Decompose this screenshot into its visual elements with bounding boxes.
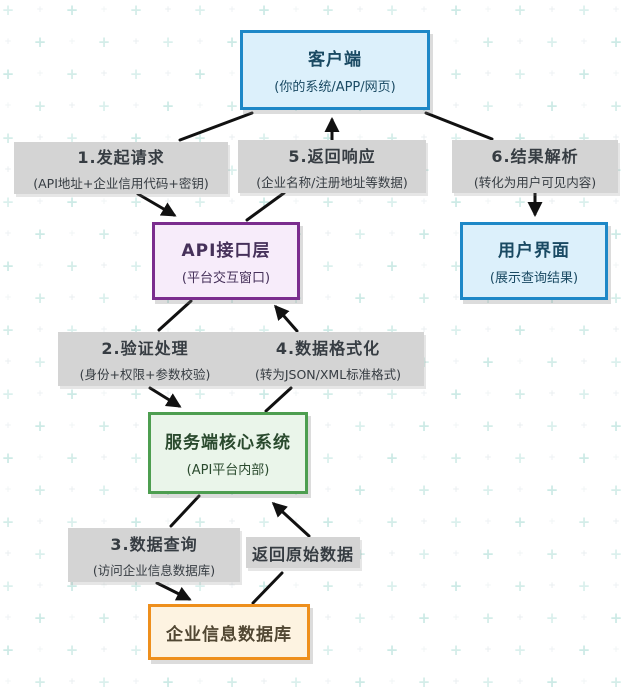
step-4-format-label: 4.数据格式化 (转为JSON/XML标准格式): [232, 332, 424, 386]
node-database-title: 企业信息数据库: [166, 624, 292, 645]
arrow-step3-to-database: [155, 581, 192, 601]
node-ui-subtitle: (展示查询结果): [489, 271, 579, 286]
node-server-subtitle: (API平台内部): [186, 463, 270, 478]
step-2-subtitle: (身份+权限+参数校验): [79, 367, 211, 382]
step-6-parse-label: 6.结果解析 (转化为用户可见内容): [452, 140, 618, 193]
node-client: 客户端 (你的系统/APP/网页): [240, 30, 430, 110]
node-client-subtitle: (你的系统/APP/网页): [274, 80, 396, 95]
arrow-step1-to-api: [136, 192, 177, 217]
step-4-subtitle: (转为JSON/XML标准格式): [254, 367, 402, 382]
step-2-validate-label: 2.验证处理 (身份+权限+参数校验): [58, 332, 232, 386]
raw-return-title: 返回原始数据: [251, 544, 354, 564]
arrow-client-to-step1: [178, 111, 254, 142]
step-4-title: 4.数据格式化: [275, 339, 381, 358]
step-6-title: 6.结果解析: [491, 146, 579, 166]
arrow-api-to-step5: [245, 191, 286, 222]
arrow-step2-to-server: [148, 386, 182, 408]
node-user-interface: 用户界面 (展示查询结果): [460, 222, 608, 300]
step-1-title: 1.发起请求: [77, 148, 165, 167]
node-server-title: 服务端核心系统: [165, 433, 291, 453]
node-api-layer: API接口层 (平台交互窗口): [152, 222, 300, 300]
step-5-subtitle: (企业名称/注册地址等数据): [256, 174, 408, 190]
step-6-subtitle: (转化为用户可见内容): [473, 174, 597, 190]
step-5-respond-label: 5.返回响应 (企业名称/注册地址等数据): [238, 140, 426, 193]
step-3-query-label: 3.数据查询 (访问企业信息数据库): [68, 528, 240, 582]
arrow-api-to-step2: [157, 299, 193, 332]
node-server-core: 服务端核心系统 (API平台内部): [148, 412, 308, 494]
raw-data-return-label: 返回原始数据: [246, 537, 360, 568]
arrow-step4-to-api: [274, 304, 299, 333]
arrow-database-to-return: [251, 571, 284, 605]
arrow-server-to-step3: [169, 494, 201, 528]
arrow-server-to-step4: [264, 386, 293, 413]
node-enterprise-database: 企业信息数据库: [148, 604, 310, 660]
node-ui-title: 用户界面: [498, 241, 570, 261]
step-5-title: 5.返回响应: [288, 146, 376, 166]
step-3-title: 3.数据查询: [110, 535, 198, 554]
node-api-subtitle: (平台交互窗口): [181, 271, 271, 286]
node-api-title: API接口层: [181, 241, 271, 261]
arrow-client-to-step6: [424, 111, 494, 141]
step-3-subtitle: (访问企业信息数据库): [92, 563, 216, 578]
step-1-request-label: 1.发起请求 (API地址+企业信用代码+密钥): [14, 142, 228, 194]
node-client-title: 客户端: [308, 50, 362, 70]
arrow-return-to-server: [271, 501, 311, 538]
step-2-title: 2.验证处理: [101, 339, 189, 358]
step-1-subtitle: (API地址+企业信用代码+密钥): [33, 176, 209, 191]
